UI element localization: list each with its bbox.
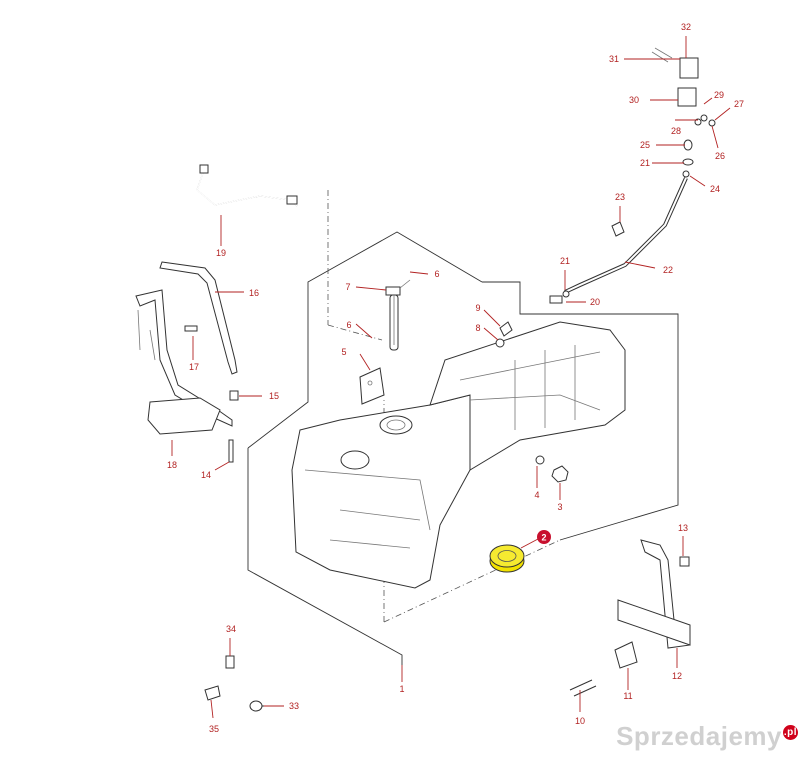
filler-cap-highlight xyxy=(489,538,539,573)
callout-24[interactable]: 24 xyxy=(710,184,720,194)
parts-33-35 xyxy=(204,655,276,712)
nut-13 xyxy=(679,556,690,567)
bolt-17 xyxy=(184,325,198,332)
callout-31[interactable]: 31 xyxy=(609,54,619,64)
bracket-5 xyxy=(359,367,385,405)
callout-10[interactable]: 10 xyxy=(575,716,585,726)
leader-lines xyxy=(171,36,731,719)
callouts: 2 1 3 4 5 6 6 7 8 9 10 11 12 13 14 15 16… xyxy=(167,22,744,734)
valve-8-9 xyxy=(495,321,513,348)
callout-3[interactable]: 3 xyxy=(557,502,562,512)
callout-23[interactable]: 23 xyxy=(615,192,625,202)
callout-16[interactable]: 16 xyxy=(249,288,259,298)
bolt-14 xyxy=(228,439,234,463)
nut-3-4 xyxy=(535,455,569,483)
tube-19 xyxy=(196,164,298,207)
callout-17[interactable]: 17 xyxy=(189,362,199,372)
callout-20[interactable]: 20 xyxy=(590,297,600,307)
callout-5[interactable]: 5 xyxy=(341,347,346,357)
bracket-12 xyxy=(617,539,691,649)
callout-9[interactable]: 9 xyxy=(475,303,480,313)
callout-35[interactable]: 35 xyxy=(209,724,219,734)
hardware-cluster xyxy=(651,47,716,178)
callout-21-upper[interactable]: 21 xyxy=(640,158,650,168)
nut-15 xyxy=(229,390,239,401)
callout-34[interactable]: 34 xyxy=(226,624,236,634)
callout-12[interactable]: 12 xyxy=(672,671,682,681)
callout-14[interactable]: 14 xyxy=(201,470,211,480)
watermark-badge: .pl xyxy=(783,725,798,741)
callout-33[interactable]: 33 xyxy=(289,701,299,711)
callout-2[interactable]: 2 xyxy=(541,533,546,543)
callout-15[interactable]: 15 xyxy=(269,391,279,401)
callout-6-upper[interactable]: 6 xyxy=(434,269,439,279)
strap-16 xyxy=(159,261,238,375)
callout-21-lower[interactable]: 21 xyxy=(560,256,570,266)
watermark: Sprzedajemy.pl xyxy=(616,721,798,752)
clamp-11 xyxy=(614,641,638,669)
step-18 xyxy=(135,289,233,435)
callout-6-lower[interactable]: 6 xyxy=(346,320,351,330)
fuel-tank xyxy=(291,321,626,589)
callout-28[interactable]: 28 xyxy=(671,126,681,136)
callout-27[interactable]: 27 xyxy=(734,99,744,109)
callout-2-marker xyxy=(537,530,551,544)
callout-7[interactable]: 7 xyxy=(345,282,350,292)
callout-19[interactable]: 19 xyxy=(216,248,226,258)
callout-25[interactable]: 25 xyxy=(640,140,650,150)
callout-1[interactable]: 1 xyxy=(399,684,404,694)
callout-8[interactable]: 8 xyxy=(475,323,480,333)
bolt-10 xyxy=(569,679,597,697)
callout-13[interactable]: 13 xyxy=(678,523,688,533)
callout-4[interactable]: 4 xyxy=(534,490,539,500)
fitting-20 xyxy=(549,290,570,304)
fuel-sender xyxy=(385,279,411,351)
clip-23 xyxy=(611,221,625,237)
watermark-text: Sprzedajemy xyxy=(616,721,782,751)
callout-22[interactable]: 22 xyxy=(663,265,673,275)
callout-29[interactable]: 29 xyxy=(714,90,724,100)
callout-32[interactable]: 32 xyxy=(681,22,691,32)
callout-30[interactable]: 30 xyxy=(629,95,639,105)
hose-22 xyxy=(564,177,688,294)
callout-11[interactable]: 11 xyxy=(623,691,632,701)
callout-18[interactable]: 18 xyxy=(167,460,177,470)
callout-26[interactable]: 26 xyxy=(715,151,725,161)
